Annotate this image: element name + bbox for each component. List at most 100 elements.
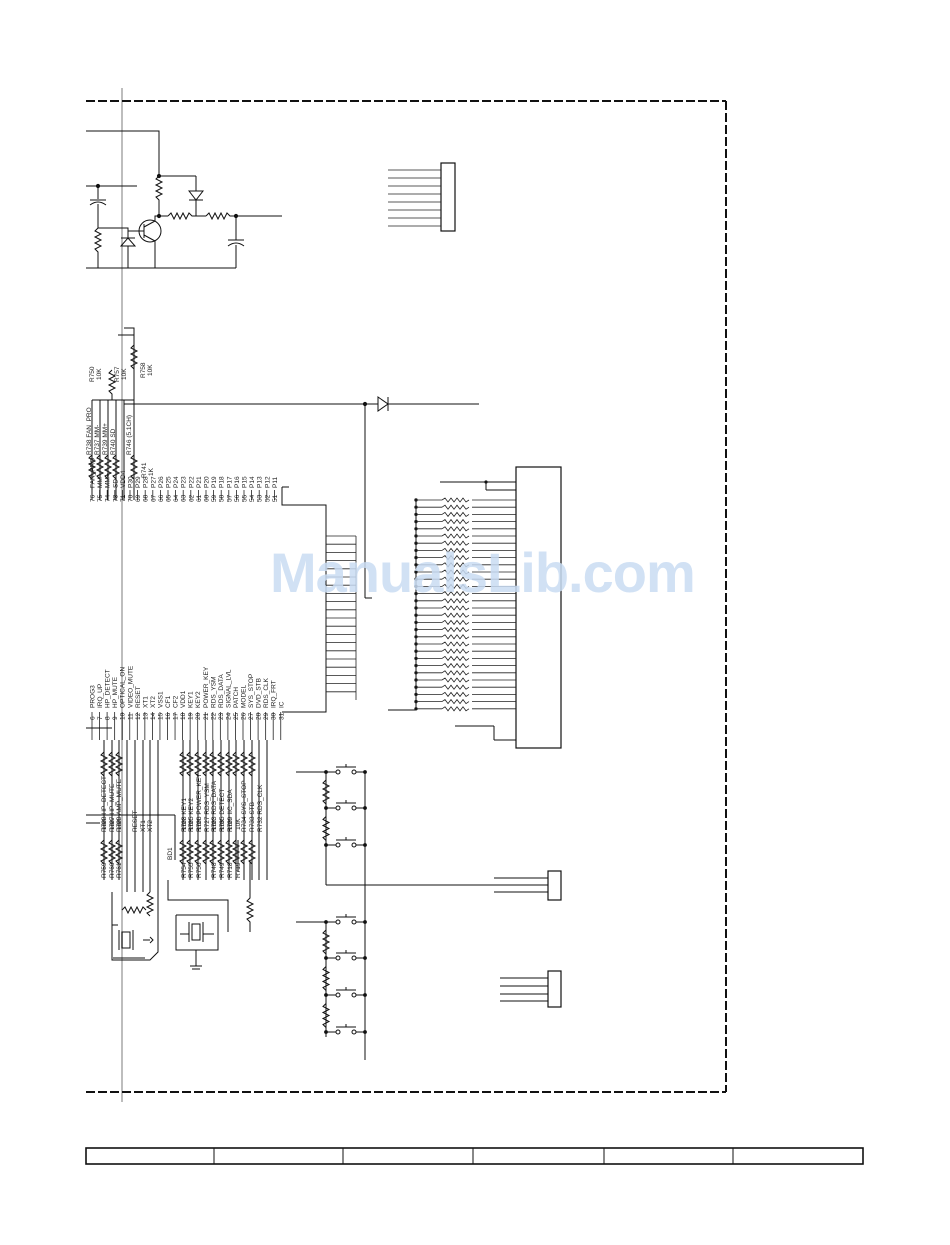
ic-pin-name: P30: [128, 476, 135, 488]
ic-lower-pin-labels: 6PROG37IRQ_UP8HP_DETECT9HP_MUTE10OPTICAL…: [90, 665, 286, 720]
net-label: R740 SD: [110, 428, 117, 455]
ic-pin-number: 54: [249, 494, 256, 502]
ic-pin-name: P26: [158, 476, 165, 488]
ic-pin-name: FAN_PRO: [90, 458, 97, 488]
net-label: R737 MM-: [94, 425, 101, 455]
ic-pin-number: 76: [90, 494, 97, 502]
resistor-value: 10K: [101, 818, 108, 830]
key-switch-matrix: [296, 764, 562, 1060]
ic-pin-number: 28: [256, 712, 263, 720]
net-label: R723 RDS_DATA: [211, 780, 218, 832]
resistor-value: 10K: [181, 818, 188, 830]
ic-pin-name: SYS_STOP: [248, 674, 255, 708]
ic-pin-number: 13: [142, 712, 149, 720]
ic-pin-name: P29: [135, 476, 142, 488]
ic-pin-number: 53: [257, 494, 264, 502]
resistor-value: 10K: [227, 818, 234, 830]
ic-pin-name: P25: [166, 476, 173, 488]
net-label: R727 RDS_YSM: [204, 783, 211, 832]
connector-top: [388, 162, 456, 232]
ic-pin-number: 70: [128, 494, 135, 502]
resistor-value: 10K: [116, 818, 123, 830]
ic-pin-number: 22: [210, 712, 217, 720]
ic-pin-name: MM-: [97, 475, 104, 488]
ic-pin-number: 15: [157, 712, 164, 720]
resistor-value: 10K: [188, 818, 195, 830]
ic-pin-number: 25: [233, 712, 240, 720]
ic-pin-name: MODEL: [241, 685, 248, 709]
ic-pin-name: IRQ_FRT: [271, 680, 278, 708]
ic-pin-name: P16: [234, 476, 241, 488]
ic-pin-number: 31: [278, 712, 285, 720]
resistor-ref: R761: [116, 862, 123, 878]
ic-pin-name: SD: [112, 479, 119, 488]
ic-pin-name: IC: [278, 701, 285, 708]
r750-ref: R750: [89, 366, 96, 382]
ic-pin-number: 55: [242, 494, 249, 502]
ic-pin-number: 62: [188, 494, 195, 502]
resistor-value: 10K: [109, 818, 116, 830]
ic-pin-name: RDS_CLK: [263, 677, 270, 708]
r741-value: 1K: [148, 467, 155, 476]
r741-ref: R741: [141, 462, 148, 478]
ic-pin-name: RDS_YSM: [210, 677, 217, 708]
ic-pin-number: 56: [234, 494, 241, 502]
ic-pin-name: P24: [173, 476, 180, 488]
ic-pin-name: P15: [242, 476, 249, 488]
ic-pin-number: 74: [105, 494, 112, 502]
ic-pin-name: XT2: [150, 696, 157, 708]
ic-pin-number: 20: [195, 712, 202, 720]
resistor-value: 10K: [196, 818, 203, 830]
ic-pin-number: 19: [188, 712, 195, 720]
ic-pin-name: P13: [257, 476, 264, 488]
ic-pin-name: HP_MUTE: [112, 676, 119, 708]
ic-pin-name: P14: [249, 476, 256, 488]
ic-pin-name: DVD_STB: [256, 678, 263, 708]
ic-pin-number: 75: [97, 494, 104, 502]
resistor-ref: R749: [219, 862, 226, 878]
ic-pin-name: P21: [196, 476, 203, 488]
ic-pin-number: 66: [158, 494, 165, 502]
ic-pin-number: 30: [271, 712, 278, 720]
ic-pin-number: 17: [173, 712, 180, 720]
ic-pin-number: 26: [241, 712, 248, 720]
ic-pin-name: VDD4: [120, 470, 127, 488]
ic-pin-name: P17: [226, 476, 233, 488]
ic-pin-name: RDS_DATA: [218, 674, 225, 708]
ic-pin-number: 64: [173, 494, 180, 502]
ic-pin-name: SIGNAL_LVL: [225, 669, 232, 708]
microcontroller-ic: [91, 486, 357, 740]
ic-pin-number: 29: [263, 712, 270, 720]
net-label: R746 (5.1CH): [126, 415, 133, 455]
ic-pin-number: 27: [248, 712, 255, 720]
footer-table: [85, 1147, 864, 1165]
ic-pin-name: CF2: [173, 695, 180, 708]
ic-pin-number: 71: [120, 494, 127, 502]
ic-pin-name: P20: [204, 476, 211, 488]
ic-pin-number: 18: [180, 712, 187, 720]
net-label: R733 STB: [249, 802, 256, 832]
ic-upper-pin-labels: 76FAN_PRO75MM-74MM+73SD71VDD470P3069P296…: [90, 458, 279, 502]
net-label: R734 SYS_STOP: [241, 780, 248, 832]
r758-ref: R758: [140, 362, 147, 378]
ic-pin-name: P12: [264, 476, 271, 488]
r757-value: 10K: [121, 368, 128, 380]
ic-pin-number: 63: [181, 494, 188, 502]
svg-text:BD1: BD1: [167, 847, 174, 860]
net-label: R728 KEY1: [181, 798, 188, 832]
ic-pin-name: MM+: [105, 473, 112, 488]
ic-pin-number: 9: [112, 716, 119, 720]
ic-pin-number: 7: [97, 716, 104, 720]
ic-pin-name: OPTICAL_ON: [120, 667, 127, 708]
resistor-ref: R748: [211, 862, 218, 878]
ic-pin-name: POWER_KEY: [203, 666, 210, 708]
ic-pin-number: 73: [112, 494, 119, 502]
ic-pin-number: 11: [127, 713, 134, 720]
ic-pin-number: 60: [204, 494, 211, 502]
ic-pin-number: 68: [143, 494, 150, 502]
ic-pin-number: 65: [166, 494, 173, 502]
resistor-ref: R719: [235, 862, 242, 878]
transistor-regulator-circuit: [86, 130, 282, 269]
